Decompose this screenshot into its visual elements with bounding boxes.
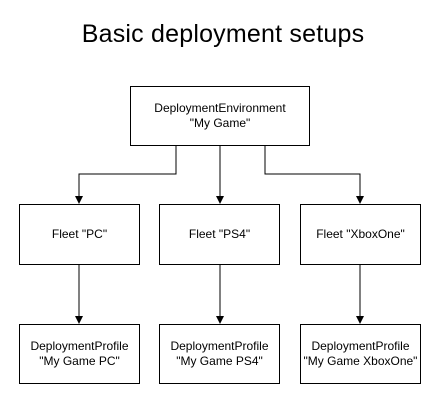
fleet-label: Fleet "PS4" (188, 227, 251, 241)
fleet-node-ps4: Fleet "PS4" (159, 204, 280, 265)
deployment-profile-node-xboxone: DeploymentProfile "My Game XboxOne" (300, 324, 421, 384)
fleet-label: Fleet "XboxOne" (316, 227, 405, 241)
fleet-node-pc: Fleet "PC" (19, 204, 140, 265)
profile-type-label: DeploymentProfile (170, 339, 269, 353)
diagram-title: Basic deployment setups (81, 20, 365, 48)
environment-type-label: DeploymentEnvironment (154, 101, 286, 115)
profile-name-label: "My Game XboxOne" (303, 354, 418, 368)
fleet-node-xboxone: Fleet "XboxOne" (300, 204, 421, 265)
arrow-env-to-fleet-xboxone (264, 146, 364, 204)
profile-name-label: "My Game PS4" (176, 354, 263, 368)
deployment-profile-node-pc: DeploymentProfile "My Game PC" (19, 324, 140, 384)
environment-name-label: "My Game" (189, 116, 251, 130)
arrow-env-to-fleet-pc (75, 146, 177, 204)
fleet-label: Fleet "PC" (51, 227, 108, 241)
profile-type-label: DeploymentProfile (311, 339, 410, 353)
deployment-profile-node-ps4: DeploymentProfile "My Game PS4" (159, 324, 280, 384)
profile-type-label: DeploymentProfile (30, 339, 129, 353)
profile-name-label: "My Game PC" (39, 354, 120, 368)
deployment-environment-node: DeploymentEnvironment "My Game" (130, 86, 310, 146)
